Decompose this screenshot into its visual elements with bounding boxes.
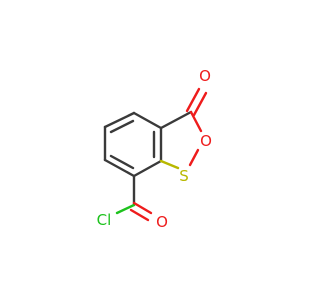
bond-c8-cl xyxy=(115,203,136,215)
bond-c8-o-double-b xyxy=(129,208,150,222)
oxathiole-ring xyxy=(159,110,203,170)
atom-label-acyl-oxygen: O xyxy=(156,213,168,231)
carbonyl-group xyxy=(185,87,208,117)
molecule-drawing: O O S Cl O xyxy=(97,67,212,231)
atom-label-carbonyl-oxygen: O xyxy=(199,67,211,85)
bond-c4-c5 xyxy=(103,158,136,178)
atom-label-ring-oxygen: O xyxy=(200,132,212,150)
benzene-ring xyxy=(103,111,163,178)
bond-o-s xyxy=(188,148,200,167)
bond-c2-c3 xyxy=(103,111,136,129)
atom-label-chlorine: Cl xyxy=(97,211,112,229)
bond-s-c6 xyxy=(159,159,180,170)
bond-c5-c6 xyxy=(132,159,163,178)
structure-canvas: O O S Cl O xyxy=(96,67,212,231)
bond-c7-o-double-b xyxy=(192,91,208,117)
bond-c4-c5-inner xyxy=(109,154,135,170)
acyl-chloride-group xyxy=(115,174,153,222)
bond-c1-c2 xyxy=(132,111,163,130)
bond-c7-o-ring xyxy=(189,110,203,133)
bond-c2-c3-inner xyxy=(109,119,135,134)
bond-c1-c7 xyxy=(159,110,193,130)
bond-c8-o-double-a xyxy=(132,201,153,215)
bond-c7-o-double-a xyxy=(185,87,201,113)
atom-label-sulfur: S xyxy=(179,167,189,185)
